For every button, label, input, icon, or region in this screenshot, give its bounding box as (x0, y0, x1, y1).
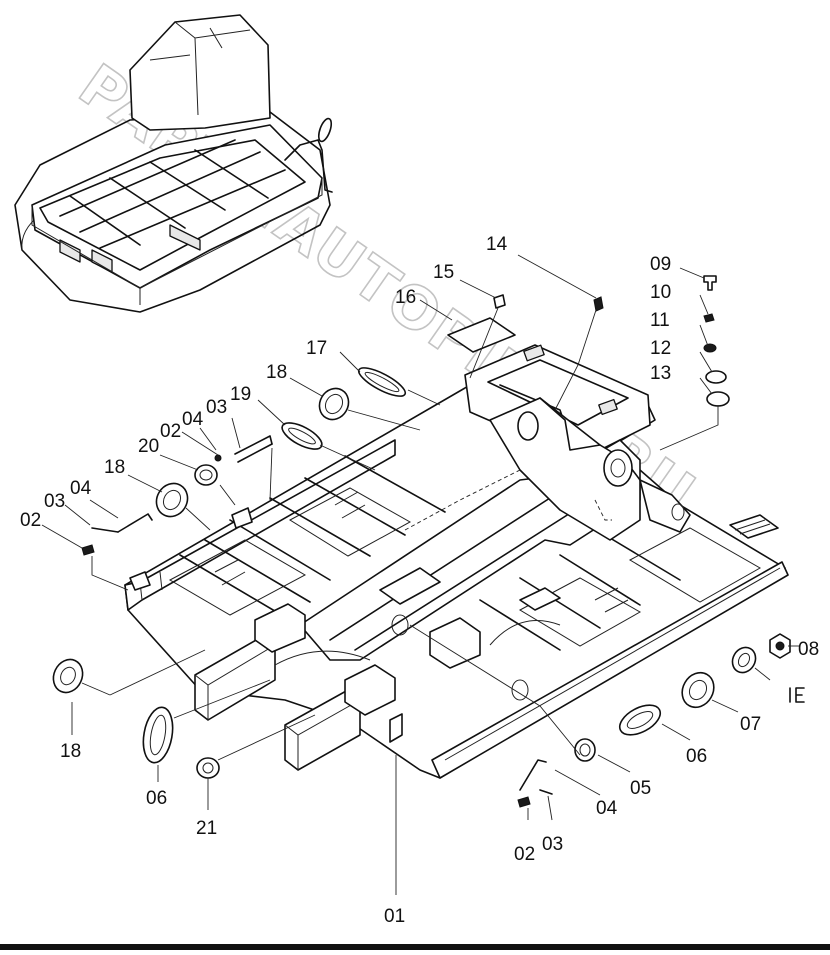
machine-cab (129, 14, 271, 131)
callout-18-left: 18 (104, 457, 125, 478)
callout-14: 14 (486, 234, 508, 255)
callout-03-left: 03 (44, 491, 65, 512)
leader-lines (41, 254, 800, 895)
part-18-upper (318, 387, 350, 421)
deck-plate-3 (628, 527, 762, 603)
part-04-left (117, 513, 153, 533)
callout-06-right: 06 (686, 746, 707, 767)
center-cross-box (344, 664, 396, 716)
part-06-left (142, 706, 174, 764)
callout-16: 16 (395, 287, 416, 308)
boom-pin-hole-right (603, 449, 633, 487)
part-15 (493, 294, 506, 309)
part-18-lower (52, 658, 84, 694)
part-18-mid (155, 482, 189, 518)
callout-04-bottom: 04 (596, 798, 618, 819)
part-02-bottom (517, 796, 531, 808)
part-19 (281, 422, 323, 450)
part-03-bottom (539, 789, 553, 795)
part-05 (574, 738, 596, 762)
callout-15: 15 (433, 262, 454, 283)
deck-plate-1 (168, 539, 307, 616)
callout-03-bottom: 03 (542, 834, 563, 855)
part-16 (447, 317, 516, 353)
upper-frame-assembly (124, 344, 789, 779)
right-side-beam (431, 561, 789, 779)
callout-06-left: 06 (146, 788, 167, 809)
callout-18-upper: 18 (266, 362, 287, 383)
callout-08: 08 (798, 639, 819, 660)
callout-02-bottom: 02 (514, 844, 535, 865)
callout-19: 19 (230, 384, 251, 405)
part-04-upper (234, 435, 273, 455)
callout-05: 05 (630, 778, 651, 799)
callout-11: 11 (650, 310, 670, 331)
callout-04-left: 04 (70, 478, 92, 499)
rear-box (464, 344, 651, 461)
part-04-bottom (519, 759, 547, 791)
callout-20: 20 (138, 436, 159, 457)
part-21 (196, 757, 220, 779)
boom-pin-hole-left (517, 411, 539, 441)
part-03-upper (237, 443, 273, 463)
bottom-border (0, 944, 830, 950)
callout-04-upper: 04 (182, 409, 204, 430)
part-13 (706, 391, 730, 407)
callout-12: 12 (650, 338, 671, 359)
part-10 (703, 313, 715, 323)
part-09 (703, 275, 717, 291)
part-14 (593, 296, 604, 312)
callout-01: 01 (384, 906, 405, 927)
part-20 (194, 464, 218, 486)
callout-07: 07 (740, 714, 761, 735)
callout-09: 09 (650, 254, 671, 275)
machine-overview-inset (14, 14, 333, 313)
part-07a (731, 646, 757, 674)
callout-labels: 01 02 03 04 18 20 02 04 03 19 18 17 16 1… (20, 234, 819, 927)
callout-18-lower: 18 (60, 741, 81, 762)
callout-17: 17 (306, 338, 327, 359)
part-12 (705, 370, 727, 384)
deck-plate-2 (288, 487, 412, 557)
part-03-left (91, 527, 119, 533)
part-11 (703, 343, 717, 353)
callout-02-upper: 02 (160, 421, 181, 442)
part-17 (357, 367, 407, 397)
part-02-upper (214, 454, 222, 462)
callout-02-left: 02 (20, 510, 41, 531)
part-02-left (81, 544, 95, 556)
callout-10: 10 (650, 282, 671, 303)
loose-parts (52, 275, 805, 808)
part-06-right (618, 704, 662, 736)
part-07b (681, 671, 715, 709)
callout-13: 13 (650, 363, 671, 384)
callout-21: 21 (196, 818, 217, 839)
callout-03-upper: 03 (206, 397, 227, 418)
deck-plate-4 (518, 577, 642, 647)
